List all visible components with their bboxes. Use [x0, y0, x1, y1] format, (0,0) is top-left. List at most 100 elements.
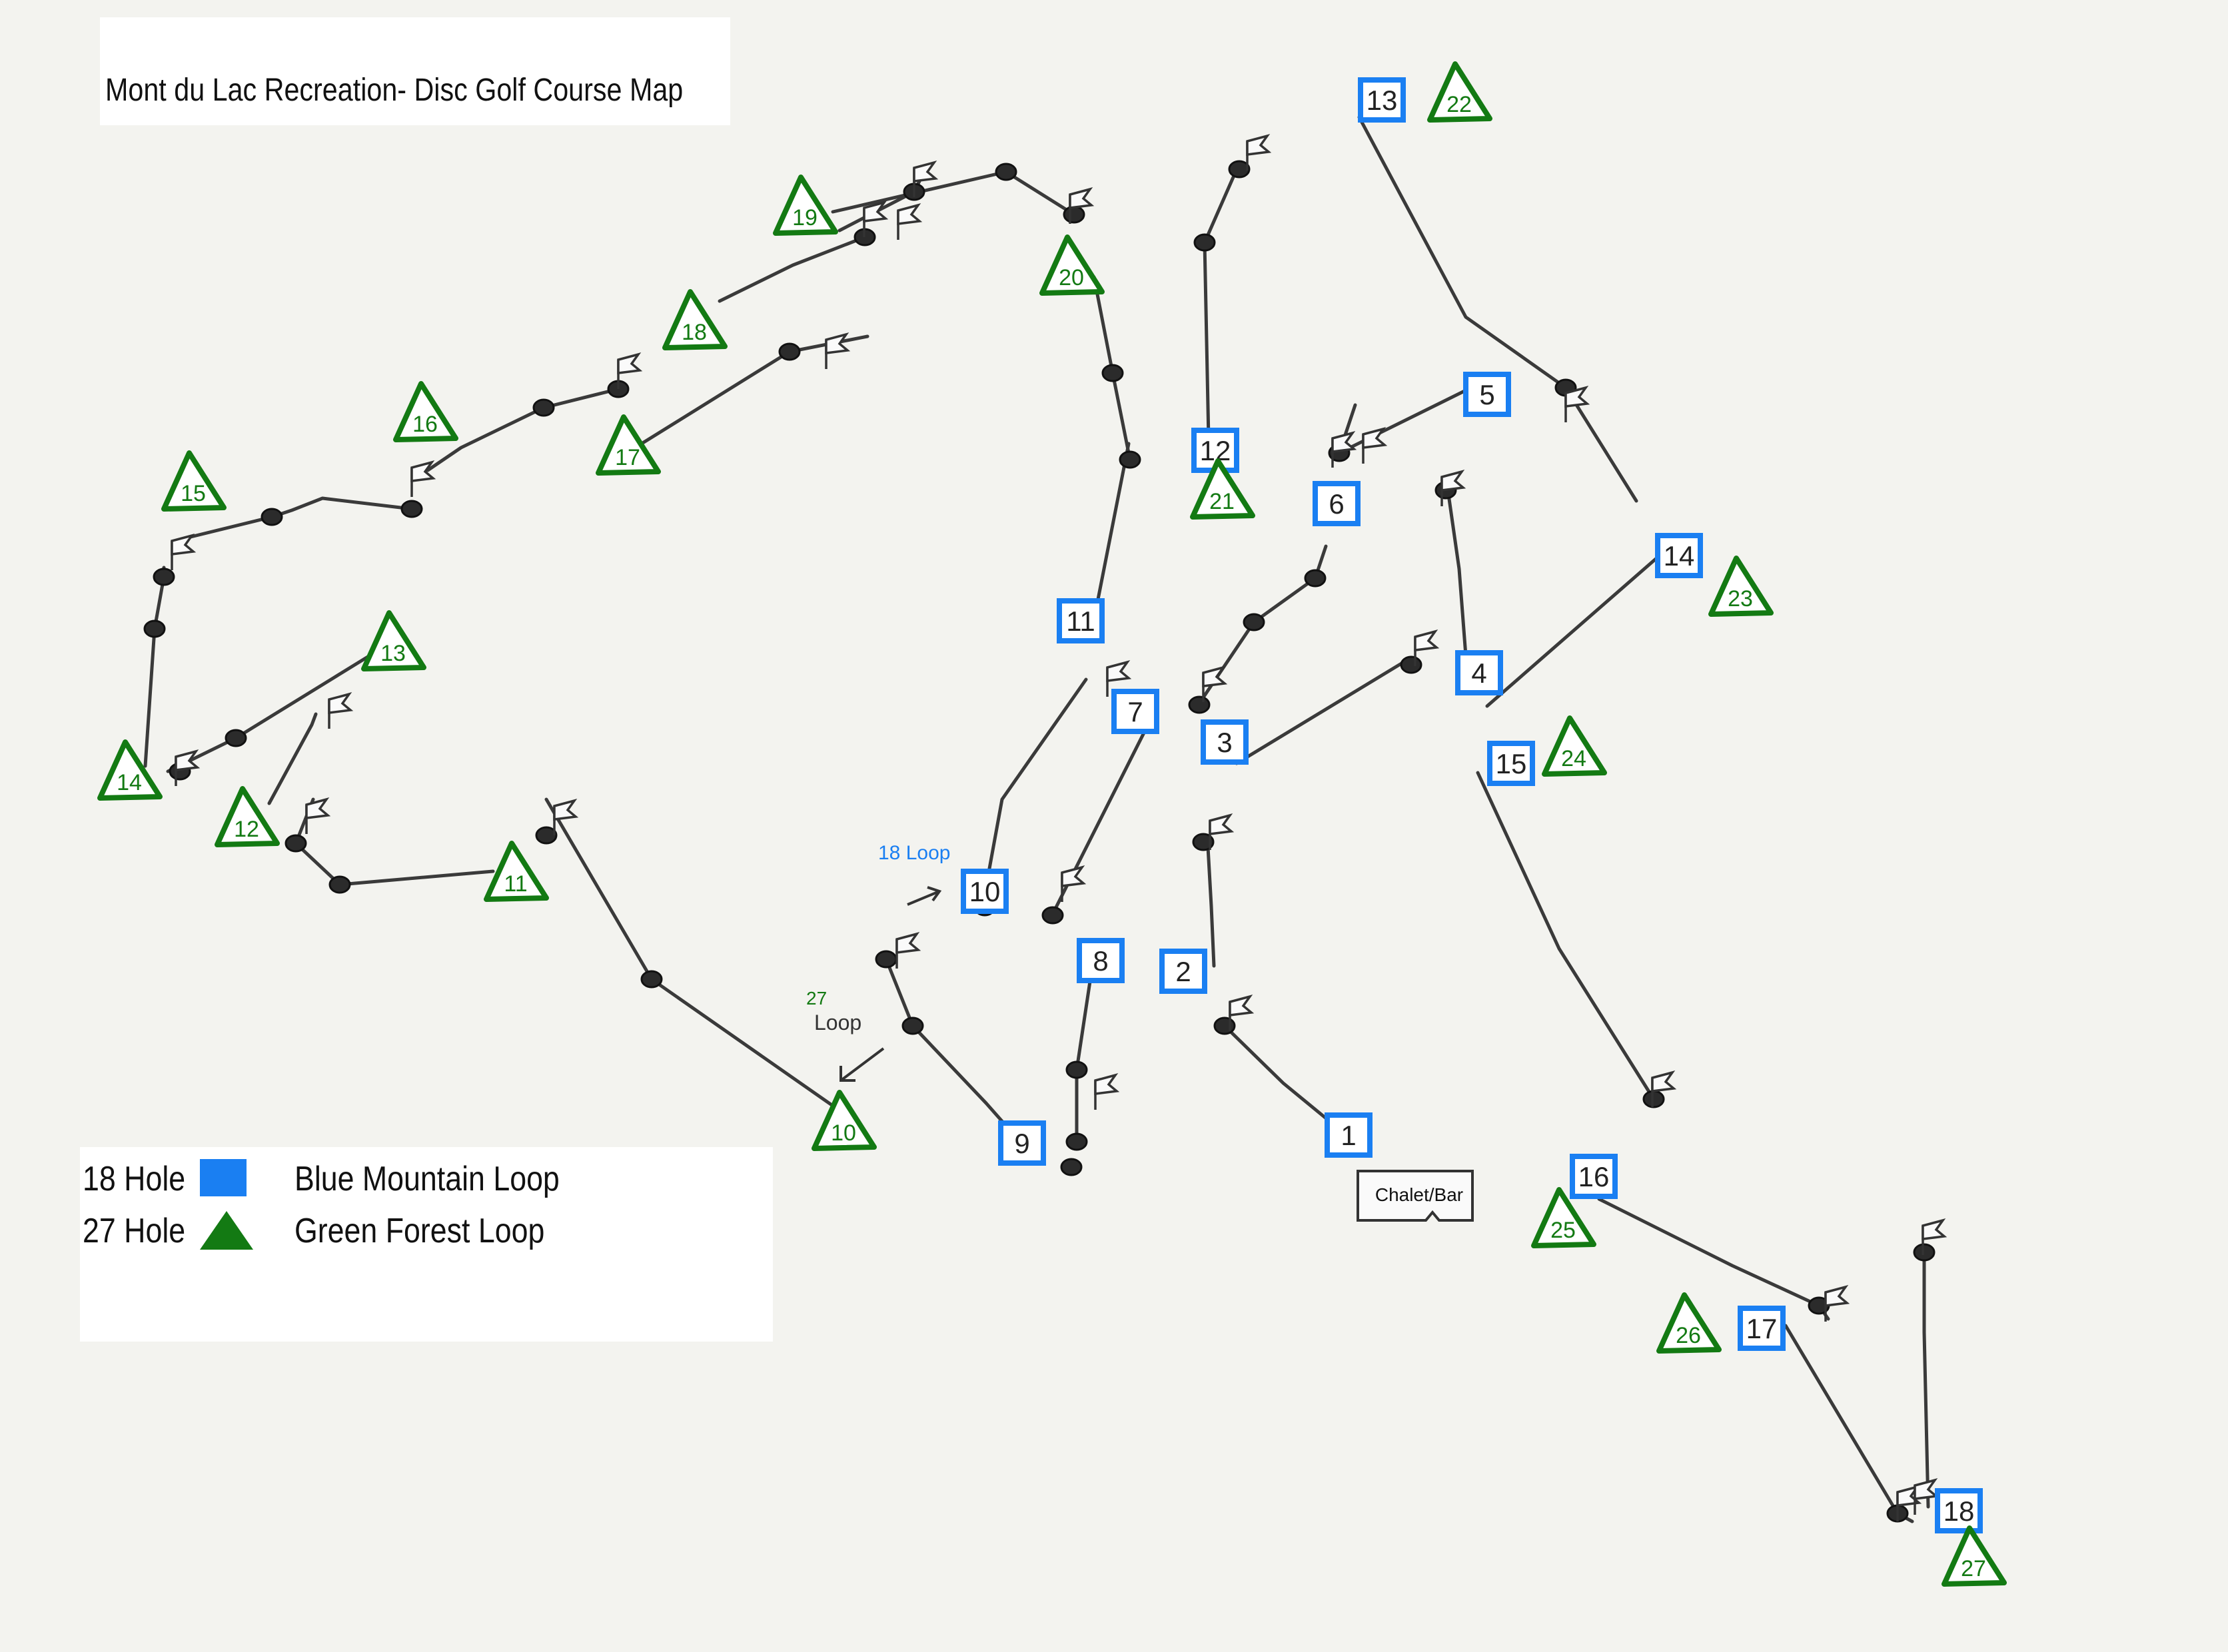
loop-18-label: 18 Loop — [878, 842, 950, 864]
hole-number: 22 — [1446, 92, 1472, 117]
waypoint-dot — [1192, 833, 1215, 851]
waypoint-dot — [1228, 160, 1251, 179]
hole-number: 8 — [1093, 945, 1108, 977]
hole-number: 24 — [1561, 746, 1586, 771]
flag-icon — [1106, 660, 1132, 697]
flag-icon — [1069, 187, 1095, 224]
hole-number: 26 — [1676, 1323, 1701, 1348]
hole-number: 23 — [1728, 586, 1753, 612]
green-hole-11: 11 — [484, 841, 549, 902]
fairway-line-19 — [1223, 1024, 1345, 1134]
green-triangle-icon — [1708, 556, 1774, 617]
flag-icon — [1094, 1073, 1120, 1110]
green-triangle-icon — [1190, 458, 1255, 520]
blue-hole-8: 8 — [1077, 938, 1125, 983]
fairway-line-0 — [183, 496, 414, 540]
blue-hole-17: 17 — [1738, 1306, 1786, 1351]
hole-number: 4 — [1471, 657, 1486, 689]
green-hole-25: 25 — [1531, 1187, 1596, 1248]
fairway-line-18 — [1075, 971, 1093, 1144]
fairway-line-13 — [1235, 659, 1417, 765]
flag-icon — [1209, 813, 1235, 850]
waypoint-dot — [284, 834, 307, 853]
green-hole-18: 18 — [662, 289, 728, 350]
waypoint-dot — [1213, 1017, 1236, 1035]
hole-number: 14 — [117, 770, 142, 795]
loop-27-label-number: 27 — [806, 988, 827, 1009]
blue-hole-9: 9 — [998, 1120, 1046, 1166]
fairway-line-10 — [1485, 548, 1668, 708]
waypoint-dot — [1119, 450, 1141, 469]
green-triangle-icon — [393, 381, 458, 442]
blue-hole-1: 1 — [1325, 1112, 1373, 1158]
green-triangle-icon — [97, 739, 163, 801]
flag-icon — [1061, 865, 1087, 902]
fairway-line-24 — [1922, 1250, 1930, 1509]
flag-icon — [1229, 995, 1255, 1031]
map-title: Mont du Lac Recreation- Disc Golf Course… — [105, 73, 684, 108]
blue-hole-4: 4 — [1455, 650, 1503, 695]
waypoint-dot — [1060, 1158, 1083, 1176]
fairway-line-26 — [294, 797, 495, 887]
flag-icon — [1362, 427, 1388, 464]
fairway-line-12 — [1200, 544, 1328, 701]
green-hole-17: 17 — [596, 414, 661, 476]
blue-hole-5: 5 — [1463, 372, 1511, 417]
green-triangle-icon — [662, 289, 728, 350]
blue-square-icon — [1057, 598, 1105, 643]
fairway-line-9 — [1337, 388, 1468, 455]
green-hole-15: 15 — [161, 450, 227, 512]
loop-27-label-text: Loop — [814, 1011, 861, 1034]
hole-number: 15 — [181, 481, 206, 506]
hole-number: 5 — [1479, 379, 1494, 410]
loop-27-arrow-icon — [839, 1047, 885, 1082]
flag-icon — [1202, 665, 1228, 702]
hole-number: 27 — [1961, 1556, 1986, 1581]
hole-number: 10 — [969, 876, 1001, 907]
green-triangle-icon — [1427, 61, 1492, 123]
waypoint-dot — [1188, 695, 1211, 714]
hole-number: 18 — [1944, 1495, 1975, 1527]
waypoint-dot — [1065, 1060, 1088, 1079]
green-hole-14: 14 — [97, 739, 163, 801]
flag-icon — [328, 692, 354, 729]
fairway-line-25 — [544, 797, 835, 1108]
blue-square-icon — [1358, 77, 1406, 123]
waypoint-dot — [153, 568, 175, 586]
green-triangle-icon — [596, 414, 661, 476]
hole-number: 25 — [1550, 1218, 1576, 1243]
waypoint-dot — [995, 163, 1017, 181]
blue-hole-2: 2 — [1159, 949, 1207, 994]
hole-number: 18 — [682, 320, 707, 345]
fairway-line-22 — [1597, 1197, 1830, 1321]
hole-number: 13 — [1367, 85, 1398, 116]
flag-icon — [913, 161, 939, 197]
green-hole-16: 16 — [393, 381, 458, 442]
hole-number: 3 — [1217, 727, 1232, 758]
hole-number: 21 — [1209, 489, 1235, 514]
title-panel: Mont du Lac Recreation- Disc Golf Course… — [100, 17, 730, 125]
loop-18-arrow-icon — [907, 886, 942, 906]
green-triangle-icon — [773, 175, 838, 236]
blue-square-icon — [1738, 1306, 1786, 1351]
hole-number: 12 — [234, 817, 259, 842]
hole-number: 19 — [792, 205, 818, 230]
waypoint-dot — [328, 875, 351, 894]
green-hole-27: 27 — [1942, 1525, 2007, 1587]
hole-number: 11 — [504, 871, 527, 897]
blue-square-icon — [1570, 1154, 1618, 1199]
waypoint-dot — [1642, 1090, 1665, 1108]
fairway-line-20 — [884, 957, 1008, 1128]
flag-icon — [553, 799, 579, 835]
fairway-line-16 — [1049, 729, 1147, 919]
blue-hole-6: 6 — [1313, 481, 1361, 526]
blue-square-icon — [1325, 1112, 1373, 1158]
green-triangle-icon — [1531, 1187, 1596, 1248]
waypoint-dot — [1400, 655, 1422, 674]
hole-markers: 1234567891011121314151617181011121314151… — [97, 61, 2007, 1587]
waypoint-dot — [640, 970, 663, 989]
flag-icon — [897, 203, 923, 240]
waypoint-dot — [532, 398, 555, 417]
green-hole-23: 23 — [1708, 556, 1774, 617]
